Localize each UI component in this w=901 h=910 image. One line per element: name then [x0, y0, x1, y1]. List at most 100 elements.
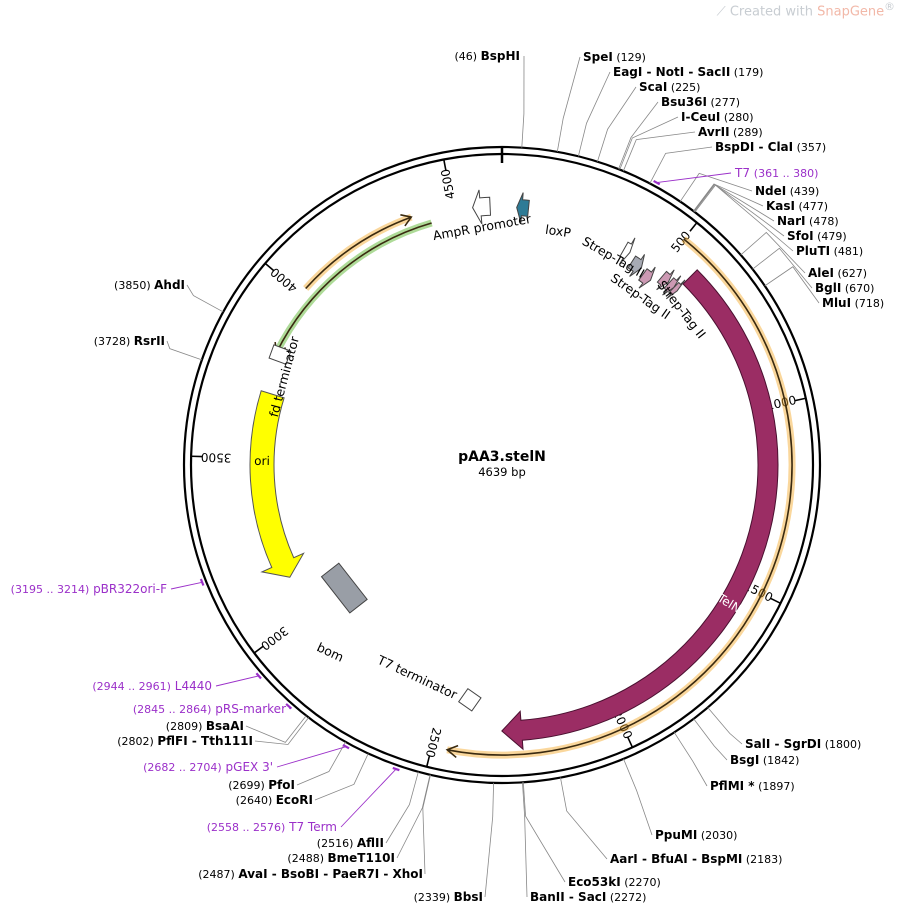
primer-name-pgex-3: pGEX 3'	[226, 760, 273, 774]
label-bom: bom	[315, 639, 347, 664]
site-label-pfoi: (2699) PfoI	[228, 778, 295, 792]
feature-teln	[501, 269, 779, 751]
amp-arc-green-line	[275, 222, 432, 354]
tick-4500	[443, 159, 447, 171]
site-connector-aari-bfuai-bspmi	[560, 777, 608, 860]
site-position-alei: (627)	[838, 267, 868, 280]
site-position-ahdi: (3850)	[114, 279, 151, 292]
site-bsphi: (46) BspHI	[455, 49, 520, 63]
tick-label-1000: 1000	[765, 393, 798, 413]
site-label-scai: ScaI (225)	[639, 80, 700, 94]
site-label-bmet110i: (2488) BmeT110I	[287, 851, 395, 865]
site-connector-pfoi	[296, 741, 346, 786]
label-fd-terminator: fd terminator	[266, 334, 302, 419]
site-label-spei: SpeI (129)	[583, 50, 646, 64]
primer-label-prs-marker: (2845 .. 2864) pRS-marker	[133, 702, 286, 716]
site-name-pflmi: PflMI *	[710, 779, 755, 793]
primer-connector-pbr322ori-f	[170, 581, 203, 590]
site-label-avrii: AvrII (289)	[698, 125, 763, 139]
site-label-eco53ki: Eco53kI (2270)	[568, 875, 661, 889]
site-label-ppumi: PpuMI (2030)	[655, 828, 737, 842]
plasmid-size: 4639 bp	[478, 465, 526, 479]
site-name-eagi-noti-sacii: EagI - NotI - SacII	[613, 65, 730, 79]
site-ndei: NdeI (439)	[755, 184, 819, 198]
site-alei: AleI (627)	[808, 266, 867, 280]
site-name-sfoi: SfoI	[787, 229, 814, 243]
site-pflmi: PflMI * (1897)	[710, 779, 795, 793]
primer-name-t7-term: T7 Term	[288, 820, 337, 834]
site-connector-pluti	[694, 184, 794, 252]
site-label-alei: AleI (627)	[808, 266, 867, 280]
site-name-ndei: NdeI	[755, 184, 786, 198]
tick-label-3500: 3500	[201, 450, 232, 465]
site-label-pluti: PluTI (481)	[796, 244, 863, 258]
site-nari: NarI (478)	[777, 214, 839, 228]
primer-connector-t7-term	[340, 768, 397, 828]
site-connector-sfoi	[693, 183, 785, 237]
primer-range-t7-term: (2558 .. 2576)	[207, 821, 286, 834]
feature-strep-tag-gray	[627, 254, 646, 277]
site-name-pflfi-tth111i: PflFI - Tth111I	[157, 734, 253, 748]
site-ecori: (2640) EcoRI	[236, 793, 313, 807]
site-name-bsgi: BsgI	[730, 753, 759, 767]
watermark-prefix: Created with	[729, 4, 818, 20]
tick-label-3000: 3000	[258, 623, 291, 653]
site-label-bsaai: (2809) BsaAI	[166, 719, 244, 733]
site-position-bsaai: (2809)	[166, 720, 203, 733]
site-aflii: (2516) AflII	[317, 836, 384, 850]
site-connector-spei	[556, 56, 581, 152]
feature-loxp	[516, 192, 530, 224]
site-name-bgli: BglI	[815, 281, 841, 295]
site-ahdi: (3850) AhdI	[114, 278, 185, 292]
site-position-i-ceui: (280)	[724, 111, 754, 124]
site-ppumi: PpuMI (2030)	[655, 828, 737, 842]
site-position-pfoi: (2699)	[228, 779, 265, 792]
primer-label-pgex-3: (2682 .. 2704) pGEX 3'	[143, 760, 273, 774]
primer-mark-pgex-3	[342, 743, 350, 750]
site-label-ndei: NdeI (439)	[755, 184, 819, 198]
site-name-aari-bfuai-bspmi: AarI - BfuAI - BspMI	[610, 852, 742, 866]
site-bgli: BglI (670)	[815, 281, 874, 295]
site-pflfi-tth111i: (2802) PflFI - Tth111I	[117, 734, 253, 748]
feature-strep-tag-a	[619, 237, 636, 265]
label-t7-terminator: T7 terminator	[374, 652, 460, 703]
site-label-pflmi: PflMI * (1897)	[710, 779, 795, 793]
site-position-scai: (225)	[671, 81, 701, 94]
site-avai-bsobi-paer7i-xhoi: (2487) AvaI - BsoBI - PaeR7I - XhoI	[198, 867, 423, 881]
primer-name-t7: T7	[734, 166, 750, 180]
site-sfoi: SfoI (479)	[787, 229, 847, 243]
site-connector-eagi-noti-sacii	[577, 71, 611, 157]
site-position-bspdi-clai: (357)	[797, 141, 827, 154]
site-name-bsu36i: Bsu36I	[661, 95, 707, 109]
primer-label-t7-term: (2558 .. 2576) T7 Term	[207, 820, 337, 834]
site-i-ceui: I-CeuI (280)	[681, 110, 754, 124]
primer-label-pbr322ori-f: (3195 .. 3214) pBR322ori-F	[11, 582, 167, 596]
primer-name-prs-marker: pRS-marker	[215, 702, 286, 716]
site-connector-avai-bsobi-paer7i-xhoi	[422, 774, 431, 875]
site-pluti: PluTI (481)	[796, 244, 863, 258]
feature-ori	[249, 390, 305, 578]
site-connector-bsu36i	[618, 101, 659, 170]
site-connector-bspdi-clai	[649, 146, 713, 184]
feature-t7-terminator	[458, 687, 482, 712]
site-bmet110i: (2488) BmeT110I	[287, 851, 395, 865]
site-label-sfoi: SfoI (479)	[787, 229, 847, 243]
site-position-mlui: (718)	[855, 297, 885, 310]
site-position-ndei: (439)	[790, 185, 820, 198]
site-position-sali-sgrdi: (1800)	[825, 738, 862, 751]
amp-arc-orange-glow	[303, 213, 413, 291]
tick-label-4500: 4500	[438, 168, 457, 201]
site-name-bspdi-clai: BspDI - ClaI	[715, 140, 793, 154]
site-label-bspdi-clai: BspDI - ClaI (357)	[715, 140, 826, 154]
site-position-bsu36i: (277)	[711, 96, 741, 109]
site-eco53ki: Eco53kI (2270)	[568, 875, 661, 889]
watermark-brand: SnapGene	[817, 4, 885, 20]
site-scai: ScaI (225)	[639, 80, 700, 94]
primer-connector-prs-marker	[288, 706, 291, 710]
site-avrii: AvrII (289)	[698, 125, 763, 139]
site-rsrii: (3728) RsrII	[94, 334, 165, 348]
feature-strep-tag-b	[638, 266, 656, 289]
primer-mark-l4440	[255, 672, 262, 680]
